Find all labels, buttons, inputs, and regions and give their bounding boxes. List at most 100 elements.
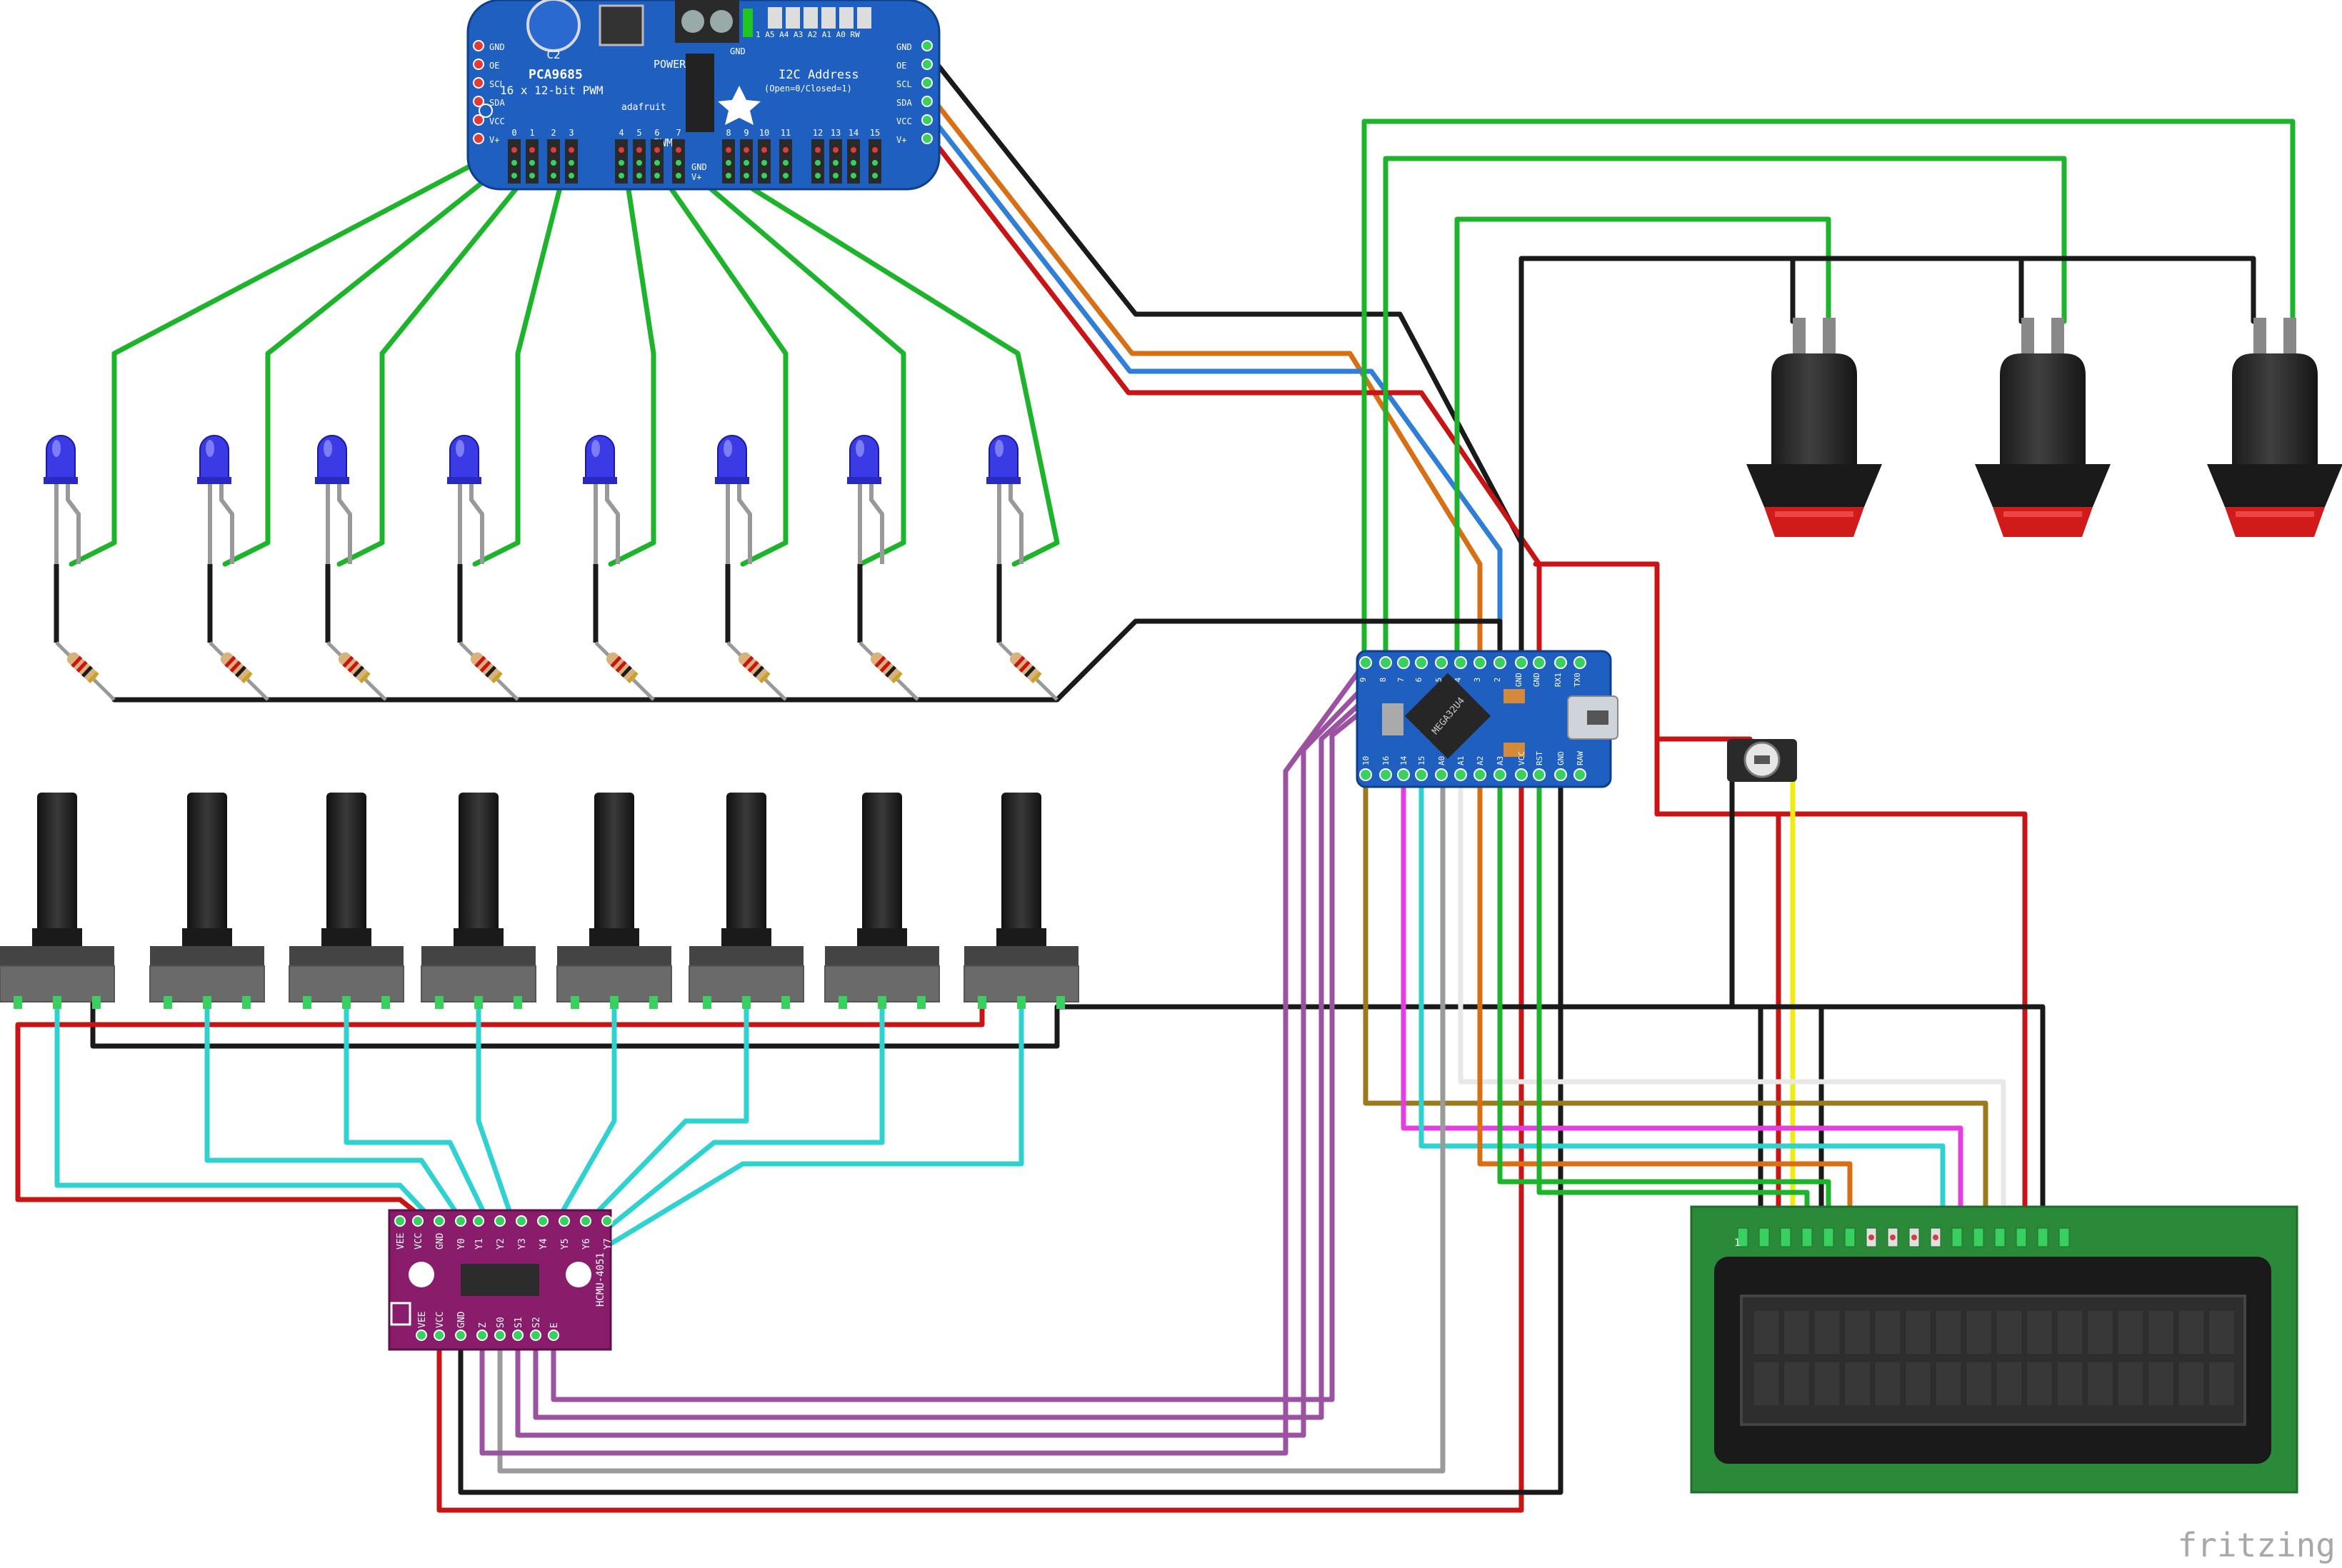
mux-pin [412, 1215, 424, 1227]
wire-pot8 [604, 1000, 1024, 1249]
led-body [717, 435, 747, 483]
lcd-cell [2178, 1310, 2205, 1355]
channel-pin [744, 160, 749, 166]
lcd-cell [2148, 1361, 2174, 1407]
mux-pin [394, 1215, 406, 1227]
mux-pin [548, 1330, 559, 1341]
channel-pin [529, 160, 535, 166]
pot-body [289, 965, 404, 1002]
led-rim [986, 477, 1021, 484]
led-highlight [52, 440, 61, 457]
pin-dot [921, 96, 933, 107]
mux-pin [416, 1330, 427, 1341]
pot-leg [610, 996, 619, 1009]
wire-lcd-magenta [1401, 768, 1963, 1249]
potentiometer [824, 793, 940, 1009]
mux-pin [516, 1215, 527, 1227]
channel-pin [744, 173, 749, 179]
resistor-band [484, 665, 496, 678]
arcade-button [1746, 318, 1882, 537]
micro-pin [1515, 768, 1528, 781]
button-cap-highlight [2236, 511, 2314, 517]
trimmer-slot [1754, 755, 1770, 764]
right-pin-label: SCL [896, 79, 912, 89]
mux-pin-label: Y5 [560, 1238, 571, 1250]
button-cap-highlight [2003, 511, 2082, 517]
pot-leg [203, 996, 211, 1009]
mux-pin [601, 1215, 613, 1227]
pot-leg [917, 996, 926, 1009]
right-pin-label: GND [896, 42, 912, 52]
led-body [585, 435, 615, 483]
micro-pin-label: 7 [1396, 678, 1406, 683]
cap-label: C2 [546, 48, 560, 61]
capacitor-c2 [526, 0, 581, 52]
lcd-cell [2056, 1310, 2083, 1355]
wire-i2c-vcc [919, 122, 1542, 667]
channel-label: 1 [529, 128, 534, 138]
channel-pin [833, 160, 839, 166]
micro-pin [1359, 768, 1372, 781]
channel-label: 0 [511, 128, 516, 138]
board-brand: adafruit [621, 102, 666, 113]
mux-pin-label: VEE [417, 1312, 428, 1328]
led-rim [197, 477, 231, 484]
pin-dot [921, 77, 933, 89]
mux-pin-label: GND [456, 1311, 467, 1328]
potentiometer [964, 793, 1079, 1009]
lcd-cell [1753, 1361, 1780, 1407]
channel-pin [636, 173, 642, 179]
led-lead [869, 471, 884, 564]
micro-pin-label: GND [1532, 673, 1541, 687]
led-highlight [591, 440, 600, 457]
resistor-band [71, 655, 83, 668]
channel-label: 6 [654, 128, 659, 138]
lcd-pin [1844, 1227, 1856, 1247]
wire-button3-signal [1361, 119, 2296, 667]
mux-label: HCMU-4051 [595, 1252, 606, 1307]
resistor-band [752, 665, 764, 678]
channel-pin [851, 147, 856, 153]
channel-pin [815, 173, 821, 179]
channel-pin [761, 173, 767, 179]
micro-pin [1554, 656, 1567, 669]
gnd-label: GND [691, 162, 707, 172]
potentiometer [421, 793, 536, 1009]
channel-pin [726, 160, 731, 166]
pot-body-top [289, 946, 404, 966]
channel-pin [872, 160, 878, 166]
lcd-pin [1758, 1227, 1770, 1247]
pot-leg [514, 996, 522, 1009]
channel-pin [654, 173, 660, 179]
mux-jumper-icon [390, 1302, 411, 1326]
channel-label: 13 [831, 128, 841, 138]
resistor-band [1024, 665, 1036, 678]
resistor-band [479, 660, 491, 673]
button-cap-highlight [1775, 511, 1853, 517]
micro-pin [1379, 656, 1392, 669]
pot-body [421, 965, 536, 1002]
wire-vcc-trimmer [1533, 561, 1753, 742]
micro-pin-label: RST [1535, 751, 1544, 765]
micro-pin [1493, 768, 1506, 781]
channel-pin [872, 173, 878, 179]
pin-dot [473, 133, 484, 144]
channel-pin [529, 173, 535, 179]
led-lead [1009, 471, 1024, 564]
led-highlight [456, 440, 464, 457]
pot-leg [649, 996, 658, 1009]
led-with-resistor [315, 435, 387, 701]
lcd-cell [1905, 1310, 1931, 1355]
led-highlight [724, 440, 732, 457]
button-bezel [1975, 464, 2111, 507]
micro-pin-label: 9 [1358, 678, 1368, 683]
led-with-resistor [447, 435, 519, 701]
channel-pin [654, 160, 660, 166]
lcd-pin [1973, 1227, 1984, 1247]
pot-leg [839, 996, 847, 1009]
potentiometer [149, 793, 265, 1009]
lcd-cell [1844, 1361, 1871, 1407]
